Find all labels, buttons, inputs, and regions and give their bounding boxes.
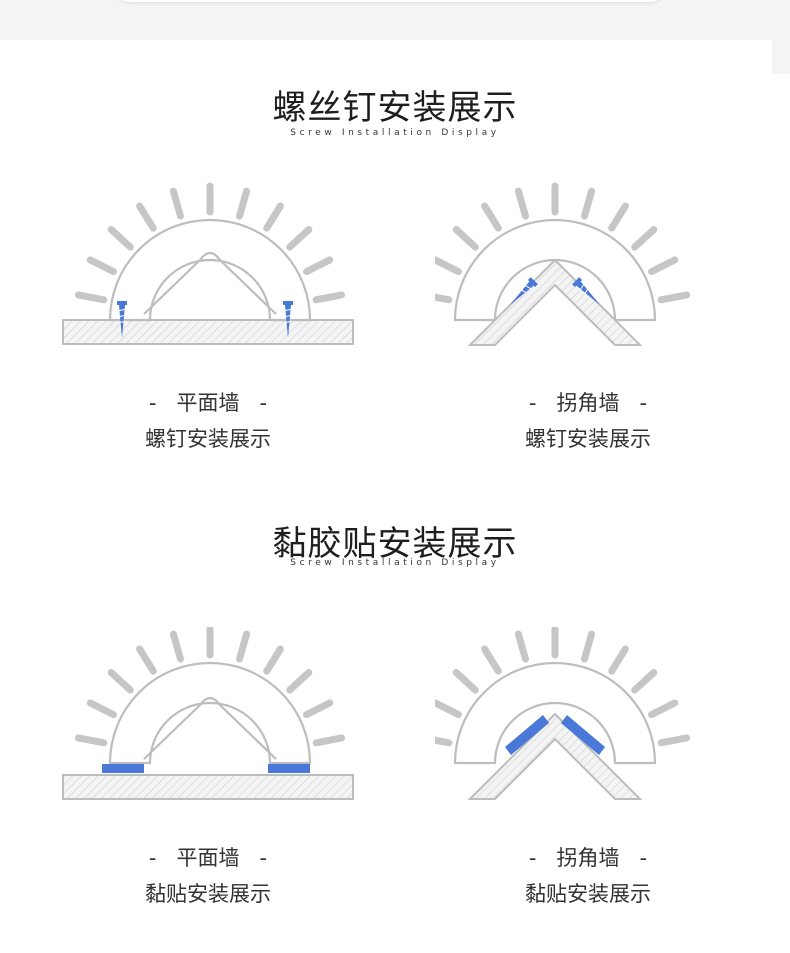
bristle <box>303 256 334 276</box>
install-method-label: 螺钉安装展示 <box>145 427 271 451</box>
bristle <box>236 630 251 663</box>
arc-inner-clip <box>143 696 277 760</box>
bristle <box>107 669 134 694</box>
screw-left <box>116 301 128 338</box>
bristle <box>514 187 529 220</box>
bristle <box>286 669 313 694</box>
screw-left <box>510 277 538 305</box>
bristle <box>631 669 658 694</box>
bristle <box>107 226 134 251</box>
install-method-label: 螺钉安装展示 <box>525 427 651 451</box>
bristle <box>452 669 479 694</box>
bristle <box>648 699 679 719</box>
bristle <box>312 734 346 747</box>
arc-inner-clip <box>143 251 277 315</box>
bristle <box>312 291 346 304</box>
bristle <box>236 187 251 220</box>
bristle <box>86 699 117 719</box>
wall-type-label: - 拐角墙 - <box>528 391 648 415</box>
bristle <box>435 293 453 304</box>
bristle <box>657 734 691 747</box>
corner-wall <box>467 258 643 346</box>
flat-wall-screw-illustration <box>62 182 354 345</box>
corner-wall-screw-illustration <box>435 182 691 346</box>
wall-type-label: - 平面墙 - <box>148 391 268 415</box>
install-method-label: 黏贴安装展示 <box>525 882 651 906</box>
section-subtitle-adhesive: Screw Installation Display <box>290 558 500 568</box>
caption-corner-wall-adhesive: - 拐角墙 - 黏贴安装展示 <box>438 845 738 907</box>
bristle <box>136 202 157 232</box>
bristle <box>657 291 691 304</box>
bristle <box>303 699 334 719</box>
caption-flat-wall-screw: - 平面墙 - 螺钉安装展示 <box>58 390 358 452</box>
adhesive-pad-right <box>268 764 310 773</box>
bristle <box>169 630 184 663</box>
wall-type-label: - 拐角墙 - <box>528 846 648 870</box>
arc-trim-body <box>453 218 657 322</box>
arc-trim-body <box>108 661 312 765</box>
bristle <box>74 291 108 304</box>
bristle <box>263 645 284 675</box>
bristle <box>631 226 658 251</box>
wall-base <box>62 774 354 800</box>
bristle <box>481 645 502 675</box>
top-banner-strip <box>0 0 790 40</box>
brush-bristles <box>435 182 691 304</box>
wall-base <box>62 319 354 345</box>
section-title-adhesive: 黏胶贴安装展示 <box>272 524 518 564</box>
bristle <box>581 187 596 220</box>
bristle <box>435 699 462 719</box>
brush-bristles <box>74 627 346 747</box>
side-strip <box>772 40 790 74</box>
bristle <box>74 734 108 747</box>
adhesive-pad-right <box>561 715 605 755</box>
corner-wall <box>467 712 643 800</box>
install-method-label: 黏贴安装展示 <box>145 882 271 906</box>
adhesive-pad-left <box>102 764 144 773</box>
screw-right <box>282 301 294 338</box>
brush-bristles <box>435 627 691 747</box>
bristle <box>481 202 502 232</box>
caption-flat-wall-adhesive: - 平面墙 - 黏贴安装展示 <box>58 845 358 907</box>
bristle <box>514 630 529 663</box>
section-title-screw: 螺丝钉安装展示 <box>272 88 518 128</box>
caption-corner-wall-screw: - 拐角墙 - 螺钉安装展示 <box>438 390 738 452</box>
screw-right <box>572 277 600 305</box>
bristle <box>263 202 284 232</box>
flat-wall-adhesive-illustration <box>62 627 354 800</box>
adhesive-pad-left <box>505 715 549 755</box>
wall-type-label: - 平面墙 - <box>148 846 268 870</box>
bristle <box>435 256 462 276</box>
section-subtitle-screw: Screw Installation Display <box>290 128 500 138</box>
top-card-edge <box>110 0 670 2</box>
bristle <box>648 256 679 276</box>
arc-trim-body <box>108 218 312 322</box>
corner-wall-adhesive-illustration <box>435 627 691 800</box>
bristle <box>169 187 184 220</box>
bristle <box>608 202 629 232</box>
bristle <box>581 630 596 663</box>
bristle <box>435 736 453 747</box>
bristle <box>452 226 479 251</box>
brush-bristles <box>74 182 346 304</box>
bristle <box>286 226 313 251</box>
bristle <box>136 645 157 675</box>
arc-trim-body <box>453 661 657 765</box>
bristle <box>86 256 117 276</box>
bristle <box>608 645 629 675</box>
